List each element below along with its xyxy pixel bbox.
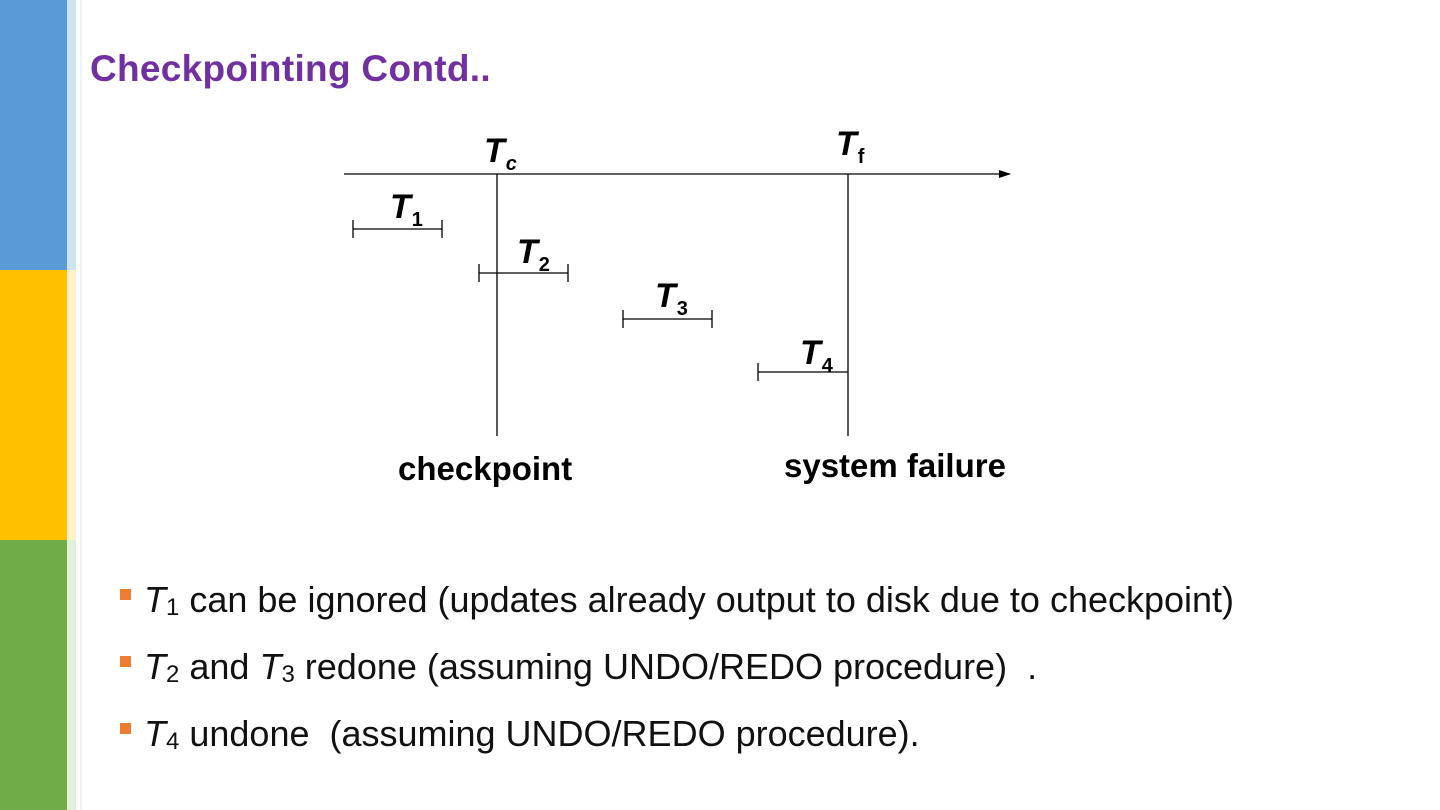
bullet-item-t4: T4 undone (assuming UNDO/REDO procedure)… bbox=[118, 710, 1318, 765]
transaction-subscript: 1 bbox=[166, 594, 180, 621]
accent-strip-green bbox=[0, 540, 67, 810]
bullet-list: T1 can be ignored (updates already outpu… bbox=[118, 576, 1318, 777]
square-bullet-icon bbox=[120, 589, 131, 600]
bullet-text: redone (assuming UNDO/REDO procedure) . bbox=[294, 646, 1038, 687]
t2-label: T2 bbox=[517, 233, 550, 276]
accent-strip-light-yellow bbox=[67, 270, 76, 540]
transaction-name: T bbox=[144, 646, 166, 687]
t1-label: T1 bbox=[390, 188, 423, 231]
transaction-subscript: 2 bbox=[166, 661, 180, 688]
transaction-t3: T3 bbox=[622, 277, 713, 328]
tc-label: Tc bbox=[484, 132, 517, 175]
transaction-name: T bbox=[259, 646, 282, 687]
bullet-text: undone (assuming UNDO/REDO procedure). bbox=[179, 713, 920, 754]
square-bullet-icon bbox=[120, 723, 131, 734]
bullet-text-connector: and bbox=[179, 646, 260, 687]
transaction-subscript: 4 bbox=[166, 728, 180, 755]
bullet-text: can be ignored (updates already output t… bbox=[179, 579, 1235, 620]
slide-title: Checkpointing Contd.. bbox=[90, 48, 491, 89]
accent-strip-light-blue bbox=[67, 0, 76, 270]
transaction-subscript: 3 bbox=[281, 661, 295, 688]
tf-label: Tf bbox=[836, 125, 865, 168]
checkpoint-label: checkpoint bbox=[398, 450, 572, 487]
t3-label: T3 bbox=[655, 277, 688, 320]
transaction-t2: T2 bbox=[478, 233, 569, 282]
accent-strip-yellow bbox=[0, 270, 67, 540]
accent-divider bbox=[80, 0, 82, 810]
transaction-t4: T4 bbox=[757, 334, 848, 381]
t4-label: T4 bbox=[800, 334, 834, 377]
transaction-t1: T1 bbox=[352, 188, 443, 238]
accent-strip-blue bbox=[0, 0, 67, 270]
system-failure-label: system failure bbox=[784, 447, 1006, 484]
square-bullet-icon bbox=[120, 656, 131, 667]
transaction-name: T bbox=[144, 713, 166, 754]
transaction-name: T bbox=[144, 579, 166, 620]
accent-strip-light-green bbox=[67, 540, 76, 810]
bullet-item-t2-t3: T2 and T3 redone (assuming UNDO/REDO pro… bbox=[118, 643, 1318, 698]
checkpoint-timeline-diagram: Tc Tf T1 T2 T3 T4 checkpoint system fail… bbox=[344, 125, 1011, 487]
bullet-item-t1: T1 can be ignored (updates already outpu… bbox=[118, 576, 1318, 631]
